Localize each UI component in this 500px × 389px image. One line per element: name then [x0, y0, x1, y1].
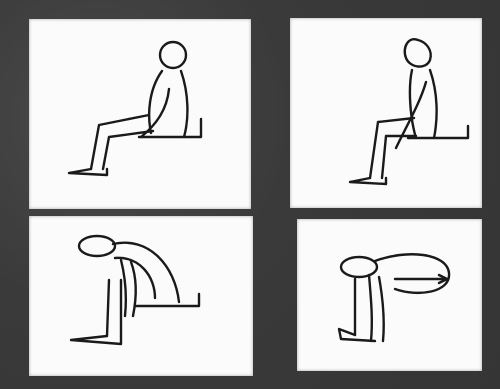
figure-fully-bent	[297, 219, 482, 371]
panel-seated-leaning	[290, 18, 482, 208]
figure-seated-upright	[29, 19, 251, 209]
figure-bent-forward	[29, 216, 253, 376]
panel-fully-bent	[297, 219, 482, 371]
panel-bent-forward	[29, 216, 253, 376]
panel-seated-upright	[29, 19, 251, 209]
figure-seated-leaning	[290, 18, 482, 208]
